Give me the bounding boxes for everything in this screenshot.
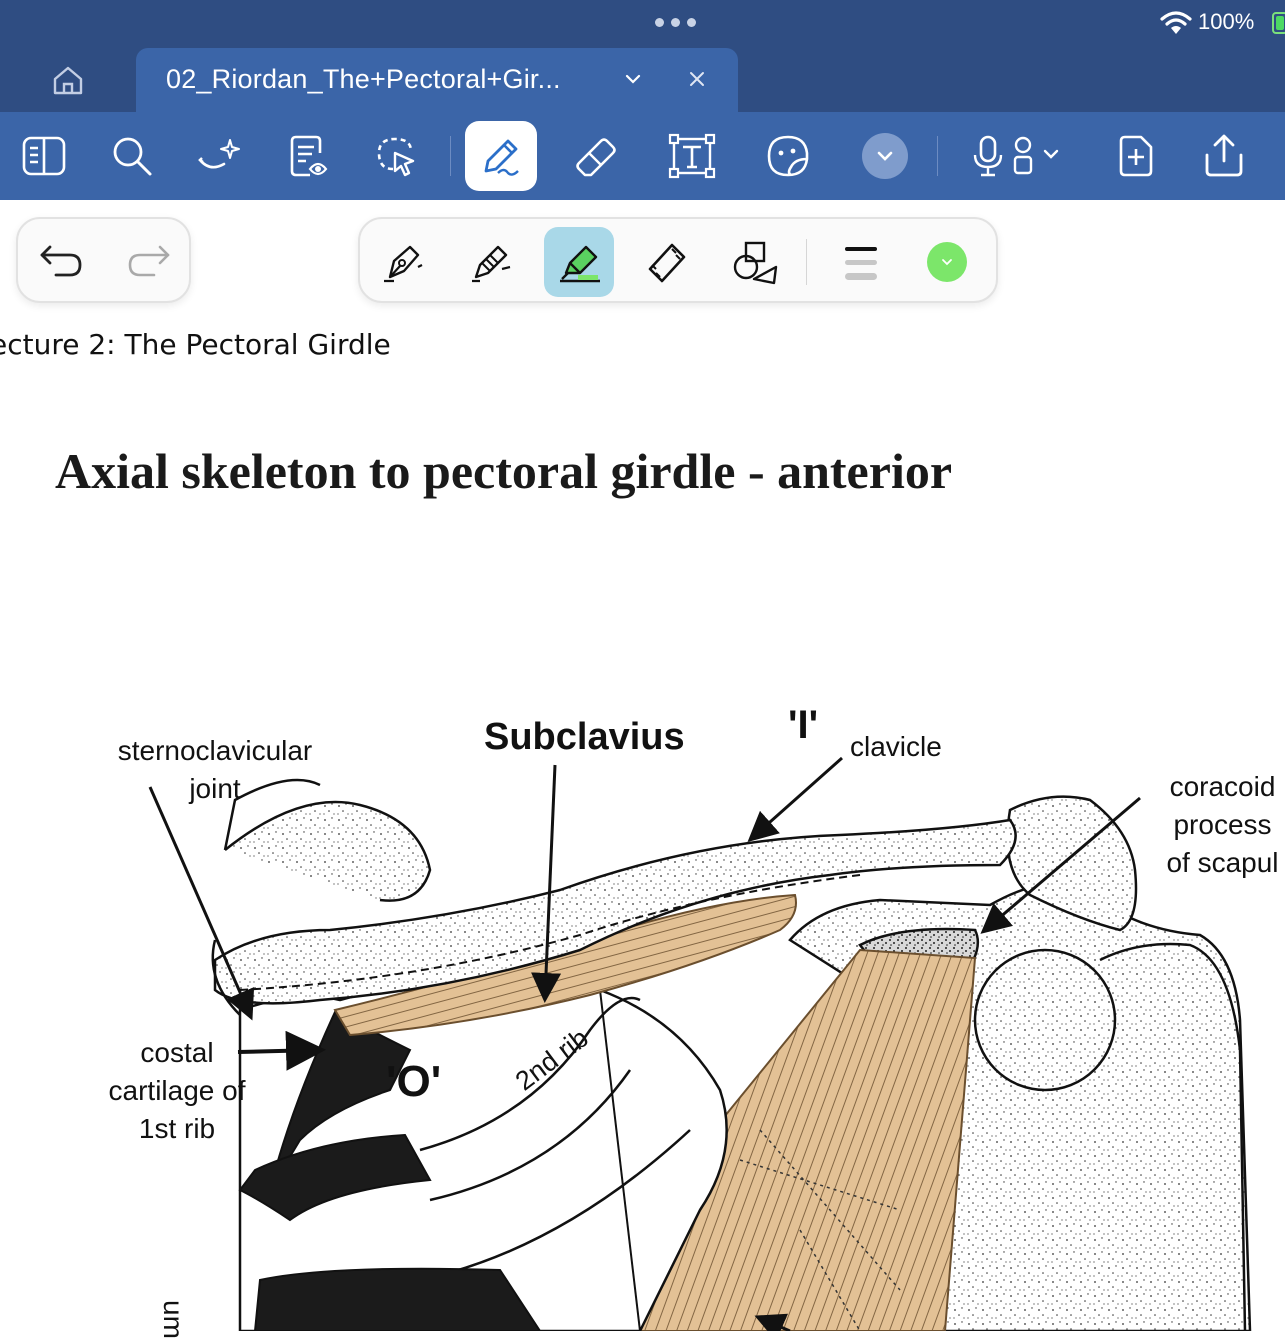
- costal-cartilage-label: costal cartilage of 1st rib: [92, 1034, 262, 1147]
- document-tab-title: 02_Riordan_The+Pectoral+Gir...: [166, 64, 561, 95]
- origin-marker: 'O': [386, 1052, 441, 1111]
- chevron-down-icon: [941, 256, 953, 268]
- add-page-icon[interactable]: [1100, 120, 1172, 192]
- label-line: coracoid: [1150, 768, 1285, 806]
- sticker-icon[interactable]: [752, 120, 824, 192]
- battery-icon: [1272, 12, 1285, 34]
- toolbar-divider: [450, 136, 451, 176]
- label-line: cartilage of: [92, 1072, 262, 1110]
- tape-icon[interactable]: [632, 227, 702, 297]
- lasso-select-icon[interactable]: [360, 120, 432, 192]
- tool-palette: [358, 217, 998, 303]
- close-icon[interactable]: [686, 68, 708, 90]
- status-bar: 100%: [0, 0, 1285, 48]
- stroke-width-icon[interactable]: [826, 227, 896, 297]
- label-line: process: [1150, 806, 1285, 844]
- label-line: 1st rib: [92, 1110, 262, 1148]
- anatomy-figure: sternoclavicular joint Subclavius 'I' cl…: [0, 690, 1285, 1331]
- search-icon[interactable]: [96, 120, 168, 192]
- redo-icon[interactable]: [124, 243, 172, 279]
- shapes-icon[interactable]: [720, 227, 790, 297]
- clavicle-label: clavicle: [850, 728, 942, 766]
- share-icon[interactable]: [1188, 120, 1260, 192]
- main-toolbar: [0, 112, 1285, 200]
- palette-divider: [806, 239, 807, 285]
- label-line: joint: [100, 770, 330, 808]
- highlighter-icon[interactable]: [544, 227, 614, 297]
- label-line: costal: [92, 1034, 262, 1072]
- wifi-icon: [1160, 10, 1192, 36]
- sidebar-icon[interactable]: [8, 120, 80, 192]
- microphone-icon[interactable]: [968, 120, 1068, 192]
- toolbar-divider: [937, 136, 938, 176]
- history-palette: [16, 217, 191, 303]
- coracoid-process-label: coracoid process of scapul: [1150, 768, 1285, 881]
- fountain-pen-icon[interactable]: [368, 227, 438, 297]
- slide-title: Axial skeleton to pectoral girdle - ante…: [55, 442, 952, 500]
- sternoclavicular-joint-label: sternoclavicular joint: [100, 732, 330, 808]
- page-header: ecture 2: The Pectoral Girdle: [0, 328, 391, 361]
- sternum-label-fragment: um: [154, 1300, 192, 1339]
- color-picker[interactable]: [927, 242, 967, 282]
- eraser-icon[interactable]: [560, 120, 632, 192]
- label-line: of scapul: [1150, 844, 1285, 882]
- chevron-down-icon[interactable]: [624, 70, 642, 88]
- ball-pen-icon[interactable]: [456, 227, 526, 297]
- subclavius-label: Subclavius: [484, 712, 685, 763]
- document-tab[interactable]: 02_Riordan_The+Pectoral+Gir...: [136, 48, 738, 112]
- tab-bar: 02_Riordan_The+Pectoral+Gir...: [0, 48, 1285, 112]
- pen-icon[interactable]: [465, 121, 537, 191]
- battery-percentage: 100%: [1198, 9, 1254, 35]
- ai-assist-icon[interactable]: [184, 120, 256, 192]
- insertion-marker: 'I': [788, 698, 818, 752]
- label-line: sternoclavicular: [100, 732, 330, 770]
- home-icon[interactable]: [46, 60, 90, 100]
- more-chevron-icon[interactable]: [849, 120, 921, 192]
- document-view-icon[interactable]: [272, 120, 344, 192]
- ellipsis-icon[interactable]: [655, 18, 696, 27]
- text-box-icon[interactable]: [656, 120, 728, 192]
- undo-icon[interactable]: [38, 243, 86, 279]
